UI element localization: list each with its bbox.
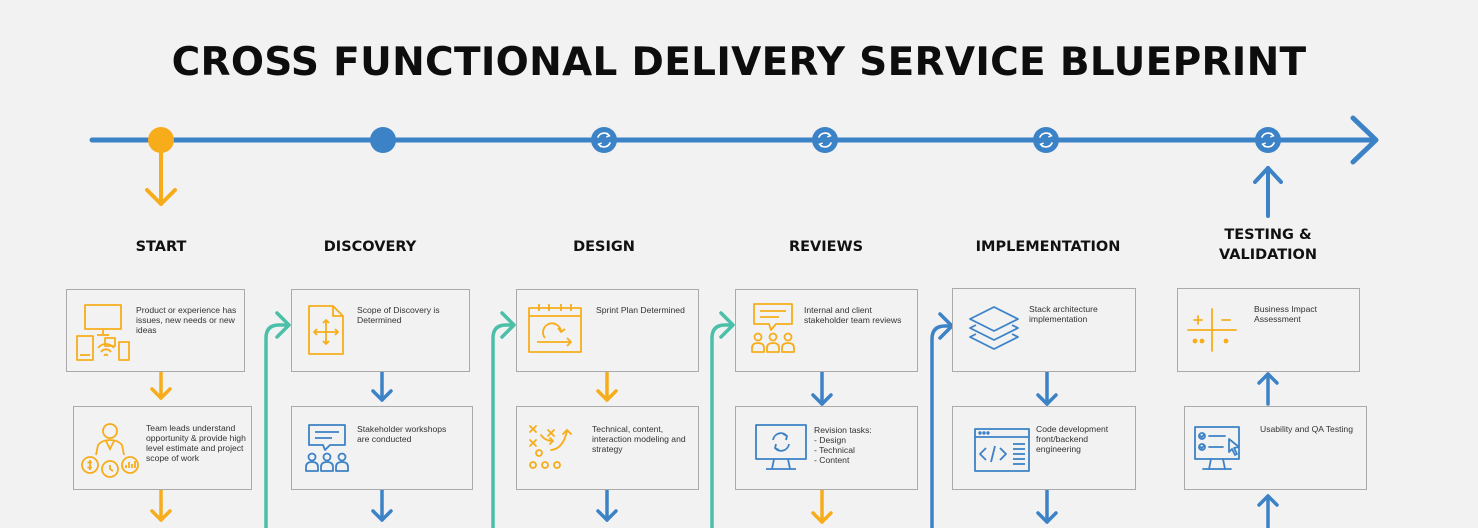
revision-item-technical: - Technical xyxy=(814,445,855,455)
card-design-2-text: Technical, content, interaction modeling… xyxy=(592,424,686,454)
revision-item-design: - Design xyxy=(814,435,846,445)
card-start-1-text: Product or experience has issues, new ne… xyxy=(136,305,237,335)
workshop-icon xyxy=(305,424,349,472)
connector-discovery-design xyxy=(491,323,515,528)
card-design-1-text: Sprint Plan Determined xyxy=(596,305,685,315)
card-start-1: Product or experience has issues, new ne… xyxy=(66,289,245,372)
phase-label-reviews: REVIEWS xyxy=(788,239,864,255)
timeline-node-implementation xyxy=(1033,127,1059,153)
card-start-2: Team leads understand opportunity & prov… xyxy=(73,406,252,490)
revision-title: Revision tasks: xyxy=(814,425,872,435)
card-discovery-1: Scope of Discovery is Determined xyxy=(291,289,470,372)
qa-checklist-icon xyxy=(1194,426,1240,470)
revision-item-content: - Content xyxy=(814,455,850,465)
phase-label-testing-line2: VALIDATION xyxy=(1219,247,1317,263)
monitor-refresh-icon xyxy=(755,424,807,470)
card-impl-1: Stack architecture implementation xyxy=(952,288,1136,372)
impact-quadrant-icon xyxy=(1187,308,1237,352)
card-test-2-text: Usability and QA Testing xyxy=(1260,424,1353,434)
card-reviews-2: Revision tasks: - Design - Technical - C… xyxy=(735,406,918,490)
review-chat-icon xyxy=(751,303,795,353)
document-move-icon xyxy=(308,305,344,355)
phase-label-testing: TESTING & VALIDATION xyxy=(1188,225,1348,265)
card-reviews-2-text: Revision tasks: - Design - Technical - C… xyxy=(814,425,910,465)
card-test-2: Usability and QA Testing xyxy=(1184,406,1367,490)
card-discovery-2: Stakeholder workshops are conducted xyxy=(291,406,473,490)
devices-icon xyxy=(76,304,130,361)
timeline-arrowhead xyxy=(1350,115,1379,165)
card-discovery-2-text: Stakeholder workshops are conducted xyxy=(357,424,447,444)
card-test-1-text: Business Impact Assessment xyxy=(1254,304,1318,324)
team-lead-icon xyxy=(81,423,139,478)
card-design-2: Technical, content, interaction modeling… xyxy=(516,406,699,490)
timeline-node-design xyxy=(591,127,617,153)
card-test-1: Business Impact Assessment xyxy=(1177,288,1360,372)
connector-reviews-implementation xyxy=(930,324,953,528)
card-start-2-text: Team leads understand opportunity & prov… xyxy=(146,423,246,463)
phase-label-discovery: DISCOVERY xyxy=(323,239,417,255)
code-window-icon xyxy=(974,428,1030,472)
card-impl-2: Code development front/backend engineeri… xyxy=(952,406,1136,490)
timeline-node-start xyxy=(148,127,174,153)
strategy-play-icon xyxy=(529,425,572,469)
phase-label-implementation: IMPLEMENTATION xyxy=(975,239,1121,255)
phase-label-start: START xyxy=(135,239,187,255)
timeline-node-discovery xyxy=(370,127,396,153)
connector-start-discovery xyxy=(264,323,290,528)
connector-design-reviews xyxy=(710,323,734,528)
card-impl-1-text: Stack architecture implementation xyxy=(1029,304,1098,324)
phase-label-design: DESIGN xyxy=(573,239,635,255)
page-title: CROSS FUNCTIONAL DELIVERY SERVICE BLUEPR… xyxy=(171,40,1307,85)
timeline-node-reviews xyxy=(812,127,838,153)
card-reviews-1-text: Internal and client stakeholder team rev… xyxy=(804,305,902,325)
layers-icon xyxy=(969,306,1019,350)
card-reviews-1: Internal and client stakeholder team rev… xyxy=(735,289,918,372)
card-discovery-1-text: Scope of Discovery is Determined xyxy=(357,305,440,325)
card-design-1: Sprint Plan Determined xyxy=(516,289,699,372)
sprint-calendar-icon xyxy=(528,304,582,353)
card-impl-2-text: Code development front/backend engineeri… xyxy=(1036,424,1109,454)
timeline-node-testing xyxy=(1255,127,1281,153)
phase-label-testing-line1: TESTING & xyxy=(1224,227,1312,243)
